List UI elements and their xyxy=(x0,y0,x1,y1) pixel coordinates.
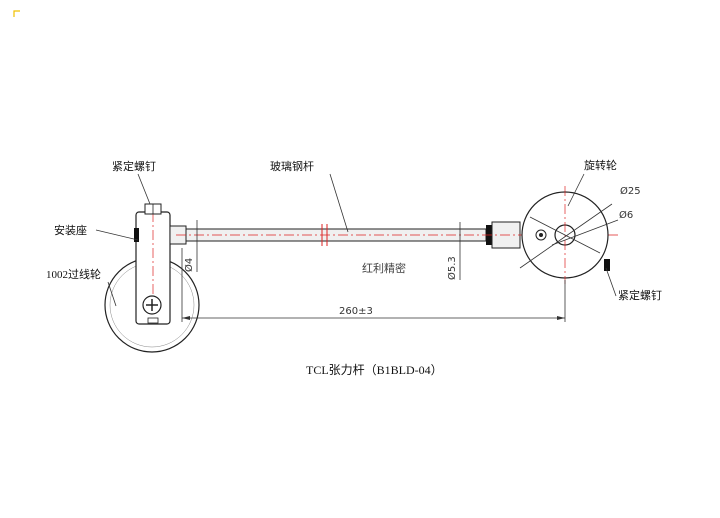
wheel-pin-center xyxy=(539,233,543,237)
label-mount-base: 安装座 xyxy=(54,223,87,237)
watermark: 红利精密 xyxy=(362,261,406,275)
dim-d6-text: Ø6 xyxy=(619,209,633,221)
set-screw-right-tip xyxy=(604,259,610,271)
leader-guide-wheel xyxy=(107,281,117,307)
dim-length-arrow-left xyxy=(182,316,190,320)
label-guide-wheel: 1002过线轮 xyxy=(46,267,101,281)
label-set-screw-right: 紧定螺钉 xyxy=(618,288,662,302)
dim-d53-text: Ø5.3 xyxy=(446,256,458,280)
dim-length-text: 260±3 xyxy=(339,306,373,317)
leader-set-screw-left xyxy=(137,173,151,205)
dim-line-cross xyxy=(529,216,601,254)
leader-mount-base xyxy=(95,229,139,241)
corner-mark xyxy=(13,10,20,17)
dim-line-d25 xyxy=(519,203,613,269)
dim-line-d6 xyxy=(551,219,619,246)
label-set-screw-left: 紧定螺钉 xyxy=(112,159,156,173)
dim-d25-text: Ø25 xyxy=(620,185,641,197)
leader-glass-fiber-rod xyxy=(329,173,349,233)
label-rotating-wheel: 旋转轮 xyxy=(584,158,617,172)
drawing-title: TCL张力杆（B1BLD-04） xyxy=(306,363,443,377)
label-glass-fiber-rod: 玻璃钢杆 xyxy=(270,159,314,173)
mount-base-tip xyxy=(134,228,139,242)
mount-nut xyxy=(147,317,159,324)
dim-d4-text: Ø4 xyxy=(183,258,195,272)
leader-rotating-wheel xyxy=(567,173,585,207)
leader-set-screw-right xyxy=(605,267,617,297)
dim-length-arrow-right xyxy=(557,316,565,320)
